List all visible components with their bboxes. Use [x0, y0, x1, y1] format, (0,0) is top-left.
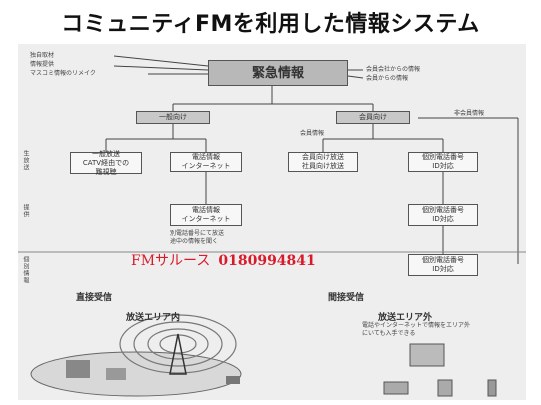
phone-internet-note-2: 途中の情報を聞く — [170, 238, 219, 245]
staff-broadcast-label: 社員向け放送 — [302, 162, 344, 170]
phone-internet-box-2: 電話情報 インターネット — [170, 204, 242, 226]
phone-info-label: 電話情報 — [192, 153, 220, 161]
fm-station-label: FMサルース 0180994841 — [131, 250, 316, 270]
general-broadcast-box: 一般放送 CATV経由での 難視聴 — [70, 149, 142, 176]
individual-phone-box-2: 個別電話番号 ID対応 — [408, 204, 478, 226]
internet-label-2: インターネット — [181, 215, 231, 223]
indirect-reception-heading: 間接受信 — [328, 293, 365, 303]
phone-info-label-2: 電話情報 — [192, 206, 220, 214]
individual-phone-box-3: 個別電話番号 ID対応 — [408, 254, 478, 276]
non-members-note: 非会員情報 — [454, 110, 485, 117]
individual-phone-label-2: 個別電話番号 — [422, 206, 464, 214]
general-broadcast-label: 一般放送 — [92, 149, 120, 158]
emergency-info-box: 緊急情報 — [208, 60, 348, 86]
member-broadcast-box: 会員向け放送 社員向け放送 — [288, 152, 358, 172]
direct-reception-heading: 直接受信 — [76, 293, 113, 303]
row-label-provide: 提供 — [22, 204, 29, 218]
row-label-live: 生放送 — [22, 150, 29, 171]
input-member: 会員からの情報 — [366, 75, 409, 82]
id-support-label-2: ID対応 — [432, 215, 454, 223]
general-broadcast-catv: CATV経由での — [82, 158, 130, 167]
input-info-provided: 情報提供 — [30, 61, 55, 68]
input-member-company: 会員会社からの情報 — [366, 66, 421, 73]
members-note: 会員情報 — [300, 130, 325, 137]
input-media-remake: マスコミ情報のリメイク — [30, 70, 96, 77]
diagram-panel: 独自取材 情報提供 マスコミ情報のリメイク 会員会社からの情報 会員からの情報 … — [18, 44, 526, 400]
row-label-individual: 個別情報 — [22, 256, 29, 284]
broadcast-area-inside: 放送エリア内 — [126, 313, 181, 323]
members-box: 会員向け — [336, 111, 410, 124]
internet-label: インターネット — [181, 162, 231, 170]
general-broadcast-note: 難視聴 — [95, 167, 117, 176]
fm-phone-number: 0180994841 — [218, 253, 316, 269]
indirect-reception-note: 電話やインターネットで情報をエリア外にいても入手できる — [362, 322, 471, 337]
individual-phone-label-3: 個別電話番号 — [422, 256, 464, 264]
general-audience-box: 一般向け — [136, 111, 210, 124]
input-own-coverage: 独自取材 — [30, 52, 55, 59]
broadcast-area-outside: 放送エリア外 — [378, 313, 433, 323]
fm-station-name: FMサルース — [131, 253, 211, 269]
phone-internet-box: 電話情報 インターネット — [170, 152, 242, 172]
page-title: コミュニティFMを利用した情報システム — [61, 12, 480, 37]
member-broadcast-label: 会員向け放送 — [302, 153, 344, 161]
individual-phone-box-1: 個別電話番号 ID対応 — [408, 152, 478, 172]
individual-phone-label-1: 個別電話番号 — [422, 153, 464, 161]
connector-lines — [18, 55, 526, 397]
id-support-label-1: ID対応 — [432, 162, 454, 170]
id-support-label-3: ID対応 — [432, 265, 454, 273]
phone-internet-note-1: 別電話番号にて放送 — [170, 230, 225, 237]
